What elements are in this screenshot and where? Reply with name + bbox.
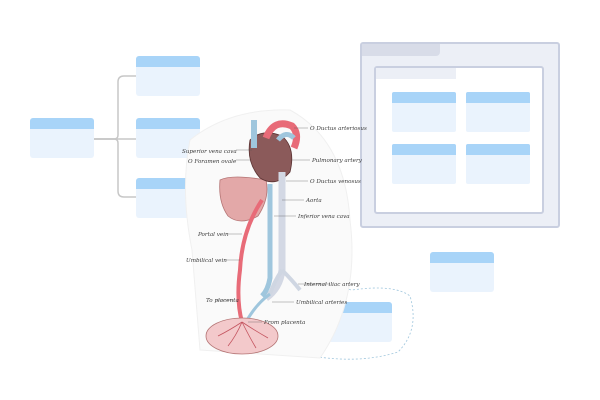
frame-panel[interactable] — [360, 42, 560, 228]
panel-card-2[interactable] — [466, 92, 530, 132]
inferior-vena-cava-vessel — [260, 184, 273, 298]
label-internal-iliac-artery: Internal iliac artery — [303, 282, 360, 288]
card-header — [136, 178, 200, 189]
label-superior-vena-cava: Superior vena cava — [182, 149, 237, 155]
panel-card-1[interactable] — [392, 92, 456, 132]
branch-card-1[interactable] — [136, 56, 200, 96]
aortic-arch — [262, 120, 301, 150]
label-from-placenta: From placenta — [263, 320, 305, 326]
iliac-branches — [268, 268, 302, 295]
root-card[interactable] — [30, 118, 94, 158]
card-header — [328, 302, 392, 313]
label-portal-vein: Portal vein — [197, 232, 229, 238]
frame-panel-tab — [362, 44, 440, 56]
fetal-circulation-illustration: O Ductus arteriosus Superior vena cava O… — [182, 109, 367, 359]
label-foramen-ovale: O Foramen ovale — [188, 159, 237, 165]
label-ductus-venosus: O Ductus venosus — [310, 179, 361, 185]
card-header — [30, 118, 94, 129]
panel-card-3[interactable] — [392, 144, 456, 184]
label-inferior-vena-cava: Inferior vena cava — [297, 214, 350, 220]
card-header — [392, 92, 456, 103]
card-header — [430, 252, 494, 263]
label-leaders — [216, 127, 330, 323]
dashed-boundary — [296, 287, 414, 360]
label-to-placenta: To placenta — [206, 298, 239, 304]
label-aorta: Aorta — [305, 198, 322, 204]
label-umbilical-arteries: Umbilical arteries — [296, 300, 347, 306]
pulmonary-trunk — [276, 132, 296, 142]
inner-frame-tab — [376, 68, 456, 79]
label-pulmonary-artery: Pulmonary artery — [311, 158, 363, 164]
card-header — [136, 118, 200, 129]
label-umbilical-vein: Umbilical vein — [186, 258, 227, 264]
inner-frame[interactable] — [374, 66, 544, 214]
umbilical-vein-vessel — [236, 198, 264, 323]
card-header — [392, 144, 456, 155]
card-header — [136, 56, 200, 67]
panel-card-4[interactable] — [466, 144, 530, 184]
placenta-shape — [205, 317, 279, 355]
card-header — [466, 92, 530, 103]
floating-card[interactable] — [430, 252, 494, 292]
label-ductus-arteriosus: O Ductus arteriosus — [310, 126, 367, 132]
placenta-vessels — [217, 321, 269, 349]
card-header — [466, 144, 530, 155]
